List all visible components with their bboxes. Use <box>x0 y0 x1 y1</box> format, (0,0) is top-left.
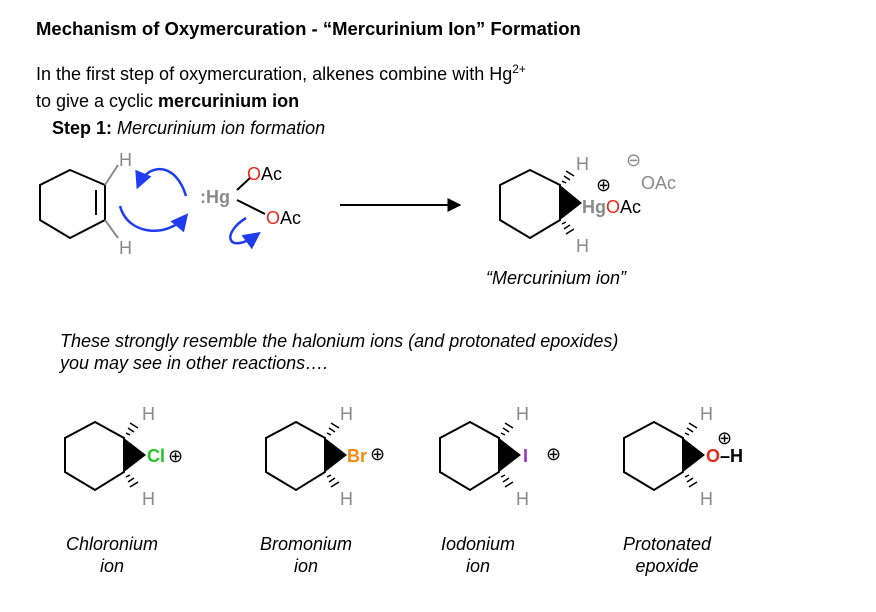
epoxide-h-bottom: H <box>700 489 713 509</box>
epoxide-hash-bonds <box>684 422 698 488</box>
product-mercury: Hg <box>582 197 606 217</box>
iodonium-three-ring <box>499 438 521 472</box>
bromonium-charge: ⊕ <box>370 444 385 464</box>
bromonium-h-bottom: H <box>340 489 353 509</box>
chloronium-hash-bonds <box>125 422 139 488</box>
chloronium-h-top: H <box>142 404 155 424</box>
intro-line-2-bold: mercurinium ion <box>158 91 300 111</box>
acetate-bottom: OAc <box>266 208 301 228</box>
product-three-ring <box>560 185 582 220</box>
caption-epoxide: Protonated epoxide <box>604 533 730 577</box>
resemble-line-2: you may see in other reactions…. <box>60 353 329 373</box>
acetate-top-oxygen: O <box>247 164 261 184</box>
acetate-bottom-oxygen: O <box>266 208 280 228</box>
caption-chloronium-line-2: ion <box>99 556 125 576</box>
curved-electron-arrow-2 <box>118 205 189 233</box>
epoxide-three-ring <box>683 438 705 472</box>
iodonium-ring <box>439 420 500 492</box>
caption-epoxide-line-2: epoxide <box>635 556 699 576</box>
caption-bromonium-line-1: Bromonium <box>259 534 353 554</box>
caption-iodonium-line-1: Iodonium <box>440 534 516 554</box>
cyclohexene <box>39 164 119 240</box>
epoxide-proton: –H <box>720 446 743 466</box>
intro-line-1: In the first step of oxymercuration, alk… <box>36 56 526 88</box>
iodonium-hash-bonds <box>500 422 514 488</box>
oxygen-atom: O <box>706 446 720 466</box>
caption-iodonium-line-2: ion <box>465 556 491 576</box>
product-label: “Mercurinium ion” <box>486 268 627 288</box>
acetate-bottom-acetyl: Ac <box>280 208 301 228</box>
chloronium-charge: ⊕ <box>168 446 183 466</box>
bromonium-hash-bonds <box>326 422 340 488</box>
epoxide-h-top: H <box>700 404 713 424</box>
alkene-h-top: H <box>119 150 132 170</box>
product-h-bottom: H <box>576 236 589 256</box>
iodonium-h-bottom: H <box>516 489 529 509</box>
step-label: Step 1: <box>52 118 113 138</box>
caption-chloronium: Chloronium ion <box>52 533 172 577</box>
resemble-text: These strongly resemble the halonium ion… <box>60 330 618 374</box>
bromonium-ring <box>265 420 326 492</box>
bromine-atom: Br <box>347 446 367 466</box>
step-heading: Step 1: Mercurinium ion formation <box>52 118 325 139</box>
product-hg-oac: HgOAc <box>582 197 641 217</box>
product-oxygen: O <box>606 197 620 217</box>
acetate-top: OAc <box>247 164 282 184</box>
bromonium-h-top: H <box>340 404 353 424</box>
epoxide-charge: ⊕ <box>717 428 732 448</box>
page-title: Mechanism of Oxymercuration - “Mercurini… <box>36 18 581 39</box>
product-ring <box>499 168 561 240</box>
product-counterion: OAc <box>641 173 676 193</box>
intro-text: In the first step of oxymercuration, alk… <box>36 56 526 115</box>
caption-epoxide-line-1: Protonated <box>622 534 712 554</box>
product-h-top: H <box>576 154 589 174</box>
caption-chloronium-line-1: Chloronium <box>65 534 159 554</box>
hg-o-bond-bottom <box>236 199 266 215</box>
epoxide-ring <box>623 420 684 492</box>
iodonium-charge: ⊕ <box>546 444 561 464</box>
caption-iodonium: Iodonium ion <box>418 533 538 577</box>
hg-o-bond-top <box>236 177 251 191</box>
product-plus-charge: ⊕ <box>596 175 611 195</box>
chloronium-h-bottom: H <box>142 489 155 509</box>
curved-electron-arrow-3 <box>229 216 261 250</box>
chloronium-three-ring <box>124 438 146 472</box>
acetate-top-acetyl: Ac <box>261 164 282 184</box>
intro-line-2: to give a cyclic mercurinium ion <box>36 88 526 115</box>
alkene-h-bottom: H <box>119 238 132 258</box>
epoxide-oh: O–H <box>706 446 743 466</box>
chlorine-atom: Cl <box>147 446 165 466</box>
product-acetyl: Ac <box>620 197 641 217</box>
intro-line-1-text: In the first step of oxymercuration, alk… <box>36 64 513 84</box>
resemble-line-1: These strongly resemble the halonium ion… <box>60 331 619 351</box>
caption-bromonium: Bromonium ion <box>246 533 366 577</box>
chloronium-ring <box>64 420 125 492</box>
iodonium-h-top: H <box>516 404 529 424</box>
bromonium-three-ring <box>325 438 347 472</box>
product-hash-bonds <box>561 170 575 235</box>
curved-electron-arrow-1 <box>135 168 188 197</box>
mercury-atom: :Hg <box>200 187 230 207</box>
hg-charge: 2+ <box>512 62 526 76</box>
step-description: Mercurinium ion formation <box>117 118 326 138</box>
intro-line-2-text: to give a cyclic <box>36 91 159 111</box>
product-minus-charge: ⊖ <box>626 150 641 170</box>
caption-bromonium-line-2: ion <box>293 556 319 576</box>
iodine-atom: I <box>523 446 528 466</box>
